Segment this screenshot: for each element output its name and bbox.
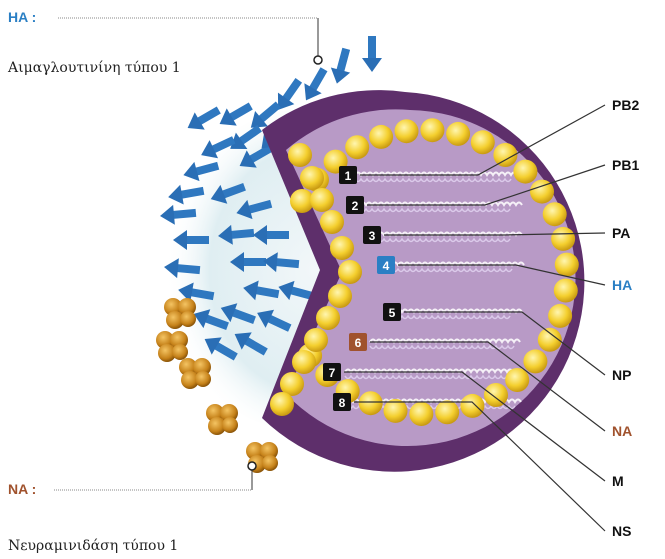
matrix-bead xyxy=(484,383,508,407)
segment-marker-7: 7 xyxy=(323,363,341,381)
segment-marker-6: 6 xyxy=(349,333,367,351)
matrix-bead xyxy=(548,304,572,328)
matrix-bead xyxy=(310,188,334,212)
matrix-bead xyxy=(345,135,369,159)
segment-number: 1 xyxy=(345,169,352,183)
segment-number: 8 xyxy=(339,396,346,410)
matrix-bead xyxy=(513,160,537,184)
matrix-bead xyxy=(359,391,383,415)
matrix-bead xyxy=(300,166,324,190)
matrix-bead xyxy=(328,284,352,308)
segment-marker-1: 1 xyxy=(339,166,357,184)
matrix-bead xyxy=(316,306,340,330)
matrix-bead xyxy=(292,350,316,374)
segment-marker-8: 8 xyxy=(333,393,351,411)
na-pointer-dot xyxy=(248,462,256,470)
ha-full-name: Αιμαγλουτινίνη τύπου 1 xyxy=(7,59,181,76)
ha-pointer-dot xyxy=(314,56,322,64)
na-spike-3 xyxy=(206,404,238,435)
matrix-bead xyxy=(369,125,393,149)
na-spike-1 xyxy=(164,298,196,329)
segment-number: 5 xyxy=(389,306,396,320)
gene-label-pb2: PB2 xyxy=(612,97,639,113)
matrix-bead xyxy=(420,118,444,142)
na-spike-2 xyxy=(179,358,211,389)
gene-label-m: M xyxy=(612,473,624,489)
segment-number: 6 xyxy=(355,336,362,350)
segment-marker-2: 2 xyxy=(346,196,364,214)
matrix-bead xyxy=(543,202,567,226)
segment-number: 3 xyxy=(369,229,376,243)
gene-label-pa: PA xyxy=(612,225,630,241)
matrix-bead xyxy=(551,227,575,251)
matrix-bead xyxy=(409,402,433,426)
na-full-name: Νευραμινιδάση τύπου 1 xyxy=(8,538,178,554)
segment-marker-3: 3 xyxy=(363,226,381,244)
gene-label-ha: HA xyxy=(612,277,632,293)
matrix-bead xyxy=(554,279,578,303)
matrix-bead xyxy=(435,400,459,424)
segment-number: 7 xyxy=(329,366,336,380)
ha-spike-30 xyxy=(183,101,224,136)
gene-label-ns: NS xyxy=(612,523,631,539)
matrix-bead xyxy=(304,328,328,352)
ha-code-label: HA : xyxy=(8,9,36,25)
matrix-bead xyxy=(555,253,579,277)
ha-spike-1 xyxy=(362,36,382,72)
matrix-bead xyxy=(270,392,294,416)
segment-number: 2 xyxy=(352,199,359,213)
matrix-bead xyxy=(523,349,547,373)
gene-label-np: NP xyxy=(612,367,631,383)
matrix-bead xyxy=(395,119,419,143)
matrix-bead xyxy=(288,143,312,167)
matrix-bead xyxy=(460,394,484,418)
matrix-bead xyxy=(320,210,344,234)
matrix-bead xyxy=(505,368,529,392)
segment-marker-5: 5 xyxy=(383,303,401,321)
matrix-bead xyxy=(446,122,470,146)
matrix-bead xyxy=(471,130,495,154)
ha-spike-2 xyxy=(327,46,356,86)
segment-marker-4: 4 xyxy=(377,256,395,274)
na-code-label: NA : xyxy=(8,481,36,497)
matrix-bead xyxy=(338,260,362,284)
matrix-bead xyxy=(330,236,354,260)
gene-label-pb1: PB1 xyxy=(612,157,639,173)
na-spike-5 xyxy=(156,331,188,362)
gene-label-na: NA xyxy=(612,423,632,439)
segment-number: 4 xyxy=(383,259,390,273)
